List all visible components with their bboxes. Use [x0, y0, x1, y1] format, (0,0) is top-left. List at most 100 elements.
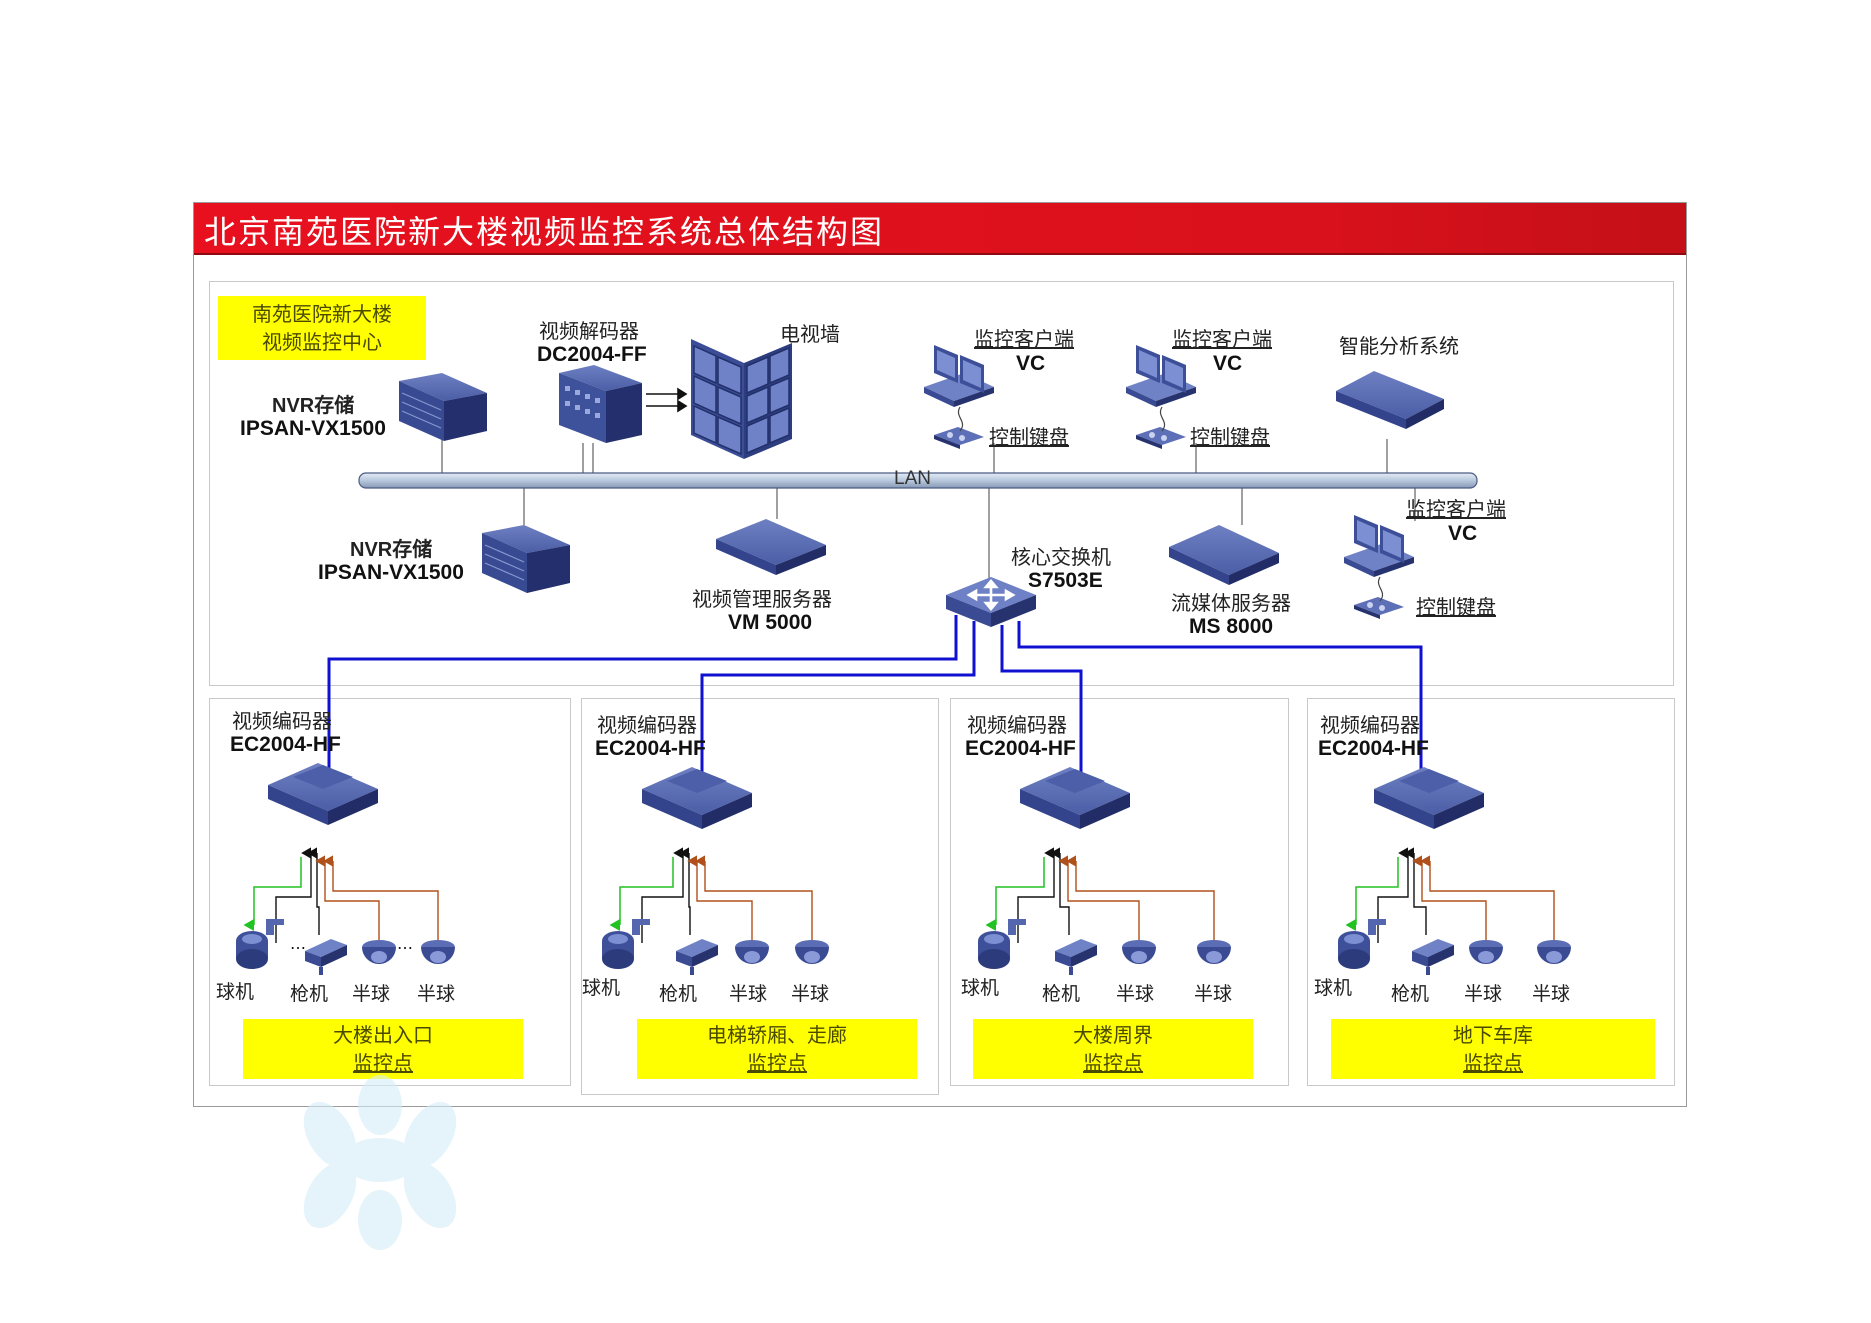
lan-bar: [358, 472, 1478, 489]
ptz-camera-icon: [602, 919, 650, 969]
client2-name: 监控客户端: [1172, 327, 1272, 351]
dome-camera-icon: [362, 940, 396, 964]
zone2-cam-2-label: 枪机: [659, 983, 698, 1005]
zone4-label: 地下车库 监控点: [1331, 1019, 1655, 1079]
dome-camera-icon: [795, 940, 829, 964]
core-switch-name: 核心交换机: [1011, 545, 1111, 569]
zone3-drawing: [978, 847, 1231, 975]
zone1-encoder: [268, 763, 378, 825]
zone3-cam-4-label: 半球: [1194, 983, 1233, 1005]
zone1-cam-4-label: 半球: [417, 983, 456, 1005]
zone2-encoder-name: 视频编码器: [597, 713, 697, 737]
diagram-frame: 北京南苑医院新大楼视频监控系统总体结构图 南苑医院新大楼 视频监控中心: [193, 202, 1687, 1107]
nvr-top-device: [399, 373, 487, 441]
nvr-bottom-name: NVR存储: [350, 539, 433, 561]
zone1-encoder-model: EC2004-HF: [230, 733, 341, 756]
dome-camera-icon: [735, 940, 769, 964]
trunk-zone-3: [1000, 625, 1083, 779]
trunk-zone-4: [1017, 621, 1423, 787]
zone1-cam-1-label: 球机: [216, 981, 255, 1003]
client1-name: 监控客户端: [974, 327, 1074, 351]
trunk-lines: [327, 615, 1423, 787]
bullet-camera-icon: [1412, 939, 1454, 975]
center-label: 南苑医院新大楼 视频监控中心: [218, 296, 426, 360]
ms-server-model: MS 8000: [1189, 615, 1274, 638]
vm-server-device: [716, 519, 826, 575]
keyboard-icon: [1136, 427, 1186, 449]
zone1-label-line2: 监控点: [353, 1051, 413, 1075]
client2-workstation: [1126, 345, 1196, 449]
svg-text:…: …: [397, 934, 413, 953]
zone4-cam-2-label: 枪机: [1391, 983, 1430, 1005]
ptz-camera-icon: [978, 919, 1026, 969]
client1-keyboard: 控制键盘: [989, 425, 1069, 449]
client1-workstation: [924, 345, 994, 449]
client2-model: VC: [1213, 352, 1243, 375]
zone4-encoder-name: 视频编码器: [1320, 713, 1420, 737]
nvr-bottom-model: IPSAN-VX1500: [318, 561, 464, 584]
vm-server-model: VM 5000: [728, 611, 813, 634]
ptz-camera-icon: [1338, 919, 1386, 969]
dome-camera-icon: [1197, 940, 1231, 964]
zone3-encoder-model: EC2004-HF: [965, 737, 1076, 760]
zone2-cam-4-label: 半球: [791, 983, 830, 1005]
analysis-name: 智能分析系统: [1339, 334, 1459, 358]
dome-camera-icon: [1537, 940, 1571, 964]
ms-server-name: 流媒体服务器: [1171, 591, 1291, 615]
client3-name: 监控客户端: [1406, 497, 1506, 521]
zone3-label-line1: 大楼周界: [1073, 1023, 1153, 1047]
core-switch-device: [946, 577, 1036, 627]
bullet-camera-icon: [305, 939, 347, 975]
zone3-cam-1-label: 球机: [961, 977, 1000, 999]
tv-wall-name: 电视墙: [780, 322, 840, 346]
zone4-cam-3-label: 半球: [1464, 983, 1503, 1005]
zone3-cam-2-label: 枪机: [1042, 983, 1081, 1005]
center-label-line2: 视频监控中心: [262, 330, 382, 354]
zone3-label-line2: 监控点: [1083, 1051, 1143, 1075]
zone4-encoder-model: EC2004-HF: [1318, 737, 1429, 760]
zone4-label-line1: 地下车库: [1453, 1023, 1533, 1047]
title-bar: 北京南苑医院新大楼视频监控系统总体结构图: [194, 203, 1686, 255]
client2-keyboard: 控制键盘: [1190, 425, 1270, 449]
decoder-device: [559, 365, 642, 443]
zone2-encoder: [642, 767, 752, 829]
bullet-camera-icon: [676, 939, 718, 975]
zone-panel-4: [1307, 698, 1675, 1086]
client3-model: VC: [1448, 522, 1478, 545]
trunk-zone-1: [327, 615, 958, 769]
nvr-top-model: IPSAN-VX1500: [240, 417, 386, 440]
zone3-cam-3-label: 半球: [1116, 983, 1155, 1005]
tv-wall-device: [691, 339, 792, 459]
zone1-label-line1: 大楼出入口: [333, 1023, 433, 1047]
diagram-title: 北京南苑医院新大楼视频监控系统总体结构图: [204, 213, 885, 251]
zone1-label: 大楼出入口 监控点: [243, 1019, 523, 1079]
zone2-label-line2: 监控点: [747, 1051, 807, 1075]
client-workstations: [924, 345, 1414, 619]
zone4-drawing: [1338, 847, 1571, 975]
zone1-cam-3-label: 半球: [352, 983, 391, 1005]
zone3-encoder-name: 视频编码器: [967, 713, 1067, 737]
center-label-line1: 南苑医院新大楼: [252, 302, 392, 326]
dome-camera-icon: [1122, 940, 1156, 964]
client1-model: VC: [1016, 352, 1046, 375]
zone2-cam-3-label: 半球: [729, 983, 768, 1005]
center-panel: [209, 281, 1674, 686]
analysis-device: [1336, 371, 1444, 429]
zone-panel-2: [581, 698, 939, 1095]
client3-keyboard: 控制键盘: [1416, 595, 1496, 619]
lan-label: LAN: [894, 468, 931, 489]
ptz-camera-icon: [236, 919, 284, 969]
decoder-model: DC2004-FF: [537, 343, 647, 366]
zone2-label-line1: 电梯轿厢、走廊: [707, 1023, 847, 1047]
svg-text:…: …: [290, 934, 306, 953]
zone2-encoder-model: EC2004-HF: [595, 737, 706, 760]
keyboard-icon: [1354, 597, 1404, 619]
vm-server-name: 视频管理服务器: [692, 587, 832, 611]
decoder-to-tv-arrows: [646, 387, 688, 413]
trunk-zone-2: [700, 621, 976, 773]
zone2-label: 电梯轿厢、走廊 监控点: [637, 1019, 917, 1079]
zone3-label: 大楼周界 监控点: [973, 1019, 1253, 1079]
decoder-name: 视频解码器: [539, 319, 639, 343]
dome-camera-icon: [1469, 940, 1503, 964]
zone4-cam-1-label: 球机: [1314, 977, 1353, 999]
